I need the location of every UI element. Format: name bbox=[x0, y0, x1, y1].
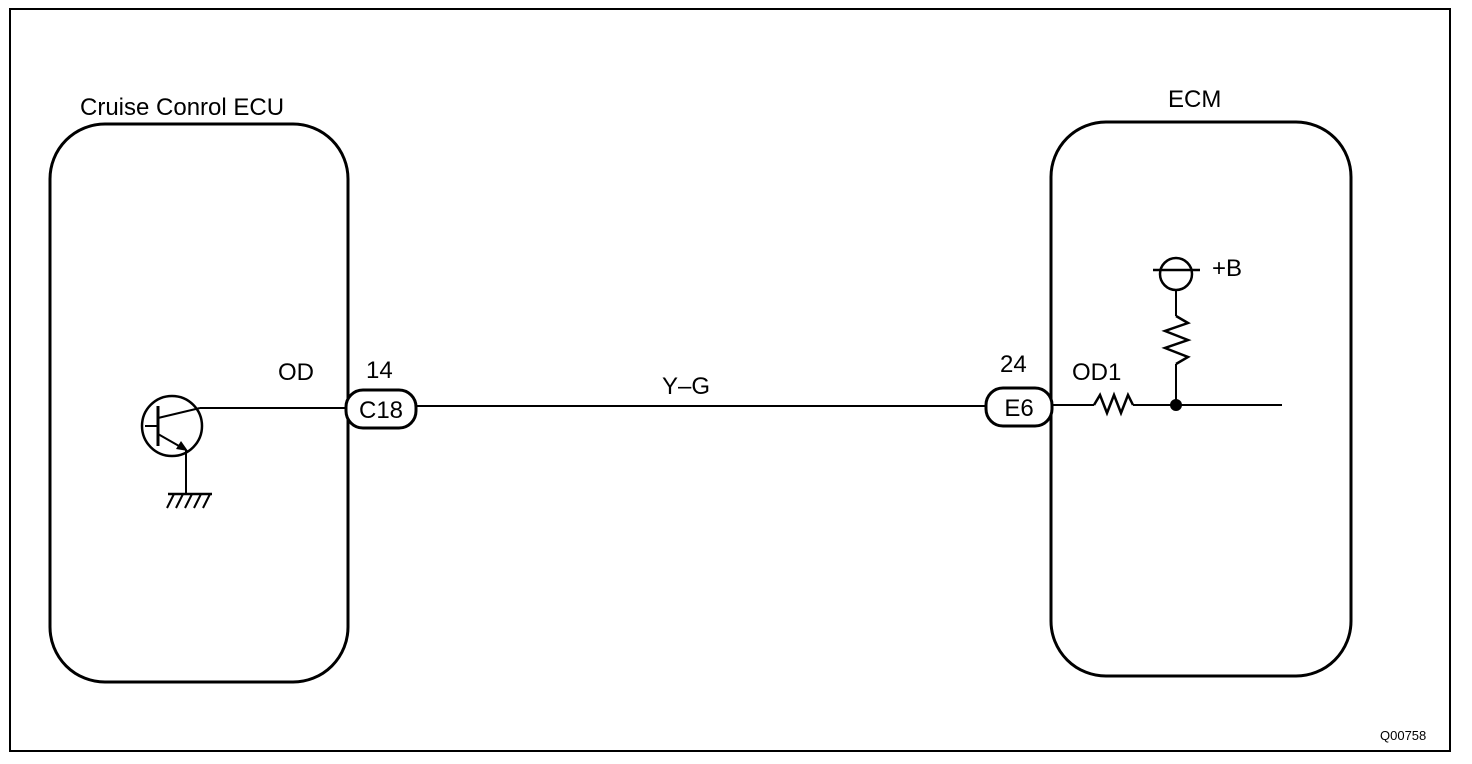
left-terminal-name: OD bbox=[278, 359, 314, 386]
diagram-frame bbox=[9, 8, 1451, 752]
connector-c18-label: C18 bbox=[359, 397, 403, 424]
supply-label: +B bbox=[1212, 255, 1242, 282]
connector-e6 bbox=[984, 386, 1054, 428]
ground-icon bbox=[166, 492, 212, 509]
left-pin-number: 14 bbox=[366, 357, 393, 384]
cruise-control-ecu-box bbox=[48, 122, 350, 684]
pullup-resistor-icon bbox=[1161, 314, 1192, 366]
ecm-box bbox=[1049, 120, 1353, 678]
power-supply-icon bbox=[1153, 256, 1200, 292]
right-pin-number: 24 bbox=[1000, 351, 1027, 378]
npn-transistor-icon bbox=[140, 394, 204, 458]
resistor-icon bbox=[1092, 391, 1135, 417]
figure-code: Q00758 bbox=[1380, 728, 1426, 743]
connector-e6-label: E6 bbox=[1004, 395, 1033, 422]
cruise-control-ecu-title: Cruise Conrol ECU bbox=[80, 94, 284, 121]
right-terminal-name: OD1 bbox=[1072, 359, 1121, 386]
connector-c18 bbox=[344, 388, 418, 430]
ecm-title: ECM bbox=[1168, 86, 1221, 113]
wire-color-label: Y–G bbox=[662, 373, 710, 400]
